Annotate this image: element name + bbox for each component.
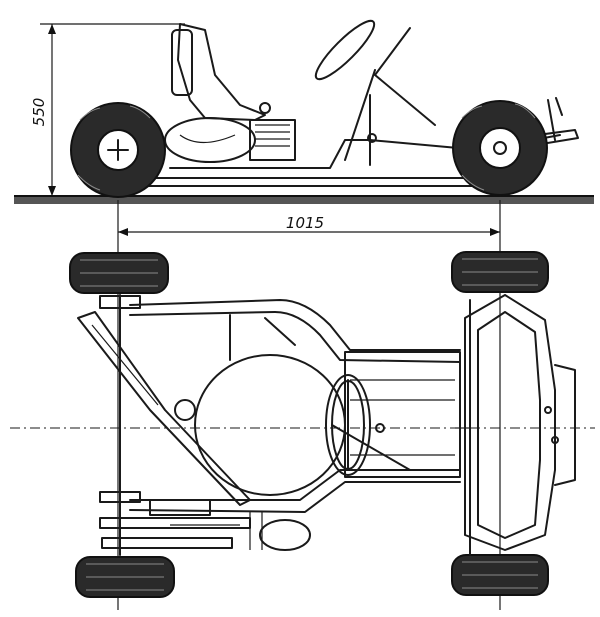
seat bbox=[177, 23, 266, 121]
fuel-tank-side bbox=[164, 117, 256, 163]
steering-wheel-side bbox=[314, 19, 376, 81]
main-frame-top bbox=[129, 299, 461, 513]
fuel-tank-top bbox=[194, 354, 346, 496]
floor-panel bbox=[344, 351, 461, 478]
height-dimension-label: 550 bbox=[30, 98, 48, 127]
wheelbase-dimension-label: 1015 bbox=[286, 214, 324, 232]
front-bumper-frame bbox=[464, 294, 576, 551]
engine-side bbox=[249, 119, 296, 161]
rear-left-tire-top bbox=[69, 252, 169, 294]
rear-right-tire-top bbox=[75, 556, 175, 598]
steering-column-side bbox=[344, 69, 376, 161]
exhaust-muffler bbox=[77, 311, 251, 506]
side-view: 550 bbox=[14, 19, 594, 204]
front-left-tire-top bbox=[451, 251, 549, 293]
engine-assembly-top bbox=[99, 499, 311, 551]
seat-back-cushion bbox=[171, 29, 193, 96]
ground-line bbox=[14, 195, 594, 204]
steering-wheel-top bbox=[325, 374, 411, 476]
front-right-tire-top bbox=[451, 554, 549, 596]
top-view bbox=[10, 251, 595, 598]
front-wheel-side bbox=[452, 100, 548, 196]
rear-wheel-side bbox=[70, 102, 166, 198]
height-dimension: 550 bbox=[30, 23, 185, 196]
